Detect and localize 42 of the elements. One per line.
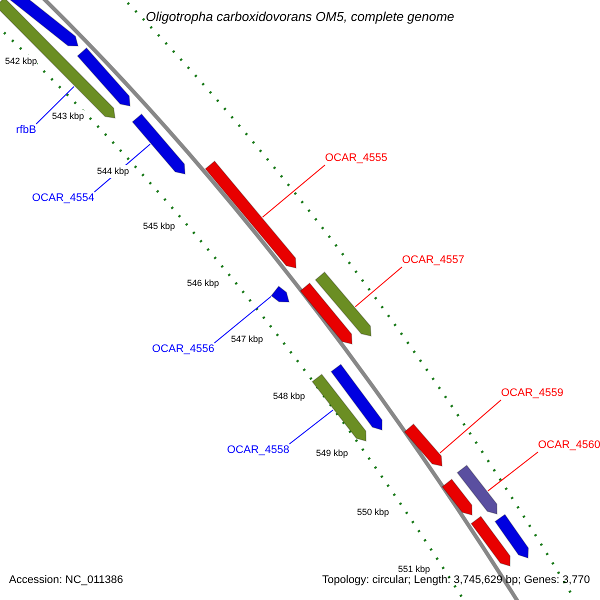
gene-label: OCAR_4558: [227, 444, 290, 457]
leader-line: [214, 296, 272, 344]
leader-line: [354, 266, 402, 308]
gene-label: OCAR_4556: [152, 343, 214, 356]
tick-label: 546 kbp: [187, 277, 220, 290]
gene-feature: [76, 47, 131, 107]
leader-line: [439, 400, 502, 454]
gene-feature: [132, 113, 186, 175]
gene-feature: [442, 478, 473, 516]
tick-label: 550 kbp: [357, 506, 390, 519]
tick-label: 543 kbp: [52, 110, 84, 123]
gene-feature: [300, 282, 353, 345]
gene-feature: [404, 423, 443, 467]
gene-feature: [314, 271, 372, 337]
chart-title: Oligotropha carboxidovorans OM5, complete genome: [146, 10, 454, 23]
leader-line: [262, 164, 326, 218]
gene-label: OCAR_4554: [32, 192, 94, 205]
gene-feature: [312, 374, 367, 442]
tick-label: 544 kbp: [97, 165, 130, 178]
leader-line: [36, 86, 74, 124]
gene-feature: [456, 464, 498, 515]
gene-feature: [0, 0, 116, 119]
tick-label: 545 kbp: [143, 220, 176, 233]
gene-label: OCAR_4557: [402, 254, 464, 267]
tick-label: 551 kbp: [398, 563, 430, 576]
tick-label: 542 kbp: [5, 55, 38, 68]
footer-text: Accession: NC_011386: [9, 574, 124, 587]
gene-feature: [494, 514, 529, 559]
gene-feature: [470, 516, 511, 567]
gene-label: OCAR_4559: [501, 387, 564, 400]
gene-feature: [270, 286, 290, 303]
footer-text: Topology: circular; Length: 3,745,629 bp; Genes: 3,770: [322, 574, 590, 587]
gene-label: OCAR_4555: [325, 152, 388, 165]
gene-label: OCAR_4560: [538, 439, 600, 452]
tick-label: 549 kbp: [316, 447, 348, 460]
tick-label: 548 kbp: [273, 390, 306, 403]
gene-feature: [330, 364, 383, 431]
leader-line: [288, 410, 334, 444]
gene-feature: [204, 160, 297, 269]
tick-label: 547 kbp: [231, 333, 264, 346]
gene-label: rfbB: [16, 124, 36, 137]
leader-line: [487, 452, 538, 492]
